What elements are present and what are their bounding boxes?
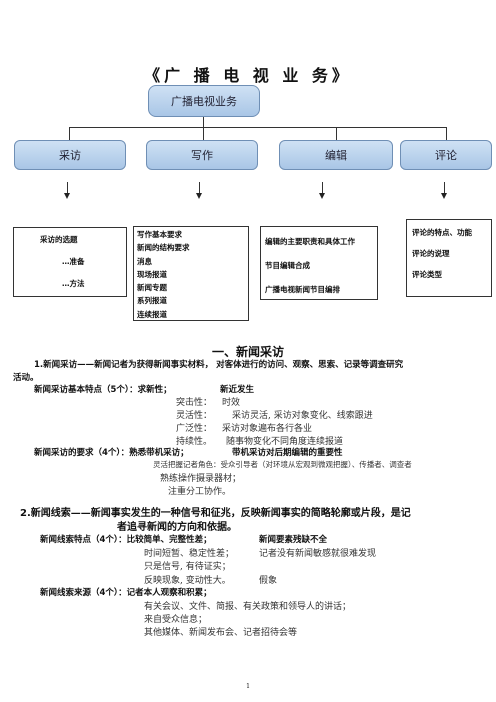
feature-value: 时效 <box>222 398 241 408</box>
box-item: 编辑的主要职责和具体工作 <box>265 237 355 246</box>
requirement-item: 熟练操作摄录器材； <box>160 474 242 484</box>
source-item: 有关会议、文件、简报、有关政策和领导人的讲话； <box>144 602 352 612</box>
detail-box-xiezuo: 写作基本要求 新闻的结构要求 消息 现场报道 新闻专题 系列报道 连续报道 <box>133 226 249 321</box>
source-item: 来自受众信息； <box>144 615 208 625</box>
definition-line: 者追寻新闻的方向和依据。 <box>117 522 237 533</box>
box-item: 消息 <box>137 256 152 266</box>
feature-value: 随事物变化不同角度连续报道 <box>226 437 344 447</box>
box-item: 新闻专题 <box>137 283 167 293</box>
definition-line: 1.新闻采访——新闻记者为获得新闻事实材料， 对客体进行的访问、观察、思索、记录… <box>34 360 404 370</box>
feature-key: 持续性。 <box>176 437 213 447</box>
features-label: 新闻采访基本特点（5个）：求新性； <box>34 385 172 395</box>
chart-connector <box>203 117 204 127</box>
definition-line: 2.新闻线索——新闻事实发生的一种信号和征兆，反映新闻事实的简略轮廓或片段，是记 <box>20 508 411 519</box>
section-heading: 一、新闻采访 <box>211 345 284 359</box>
chart-root-node: 广播电视业务 <box>148 85 260 117</box>
arrow-down-icon <box>441 193 447 199</box>
arrow-down-icon <box>64 193 70 199</box>
page-number: 1 <box>246 683 250 690</box>
box-item: 连续报道 <box>137 309 167 319</box>
page-title: 《广 播 电 视 业 务》 <box>144 66 352 85</box>
arrow-shaft <box>67 182 68 194</box>
box-item: …方法 <box>62 279 85 288</box>
feature-key: 突击性： <box>176 398 213 408</box>
box-item: 节目编辑合成 <box>265 261 310 270</box>
chart-node-xiezuo: 写作 <box>146 140 258 170</box>
box-item: 评论的说理 <box>412 249 450 258</box>
detail-box-bianji: 编辑的主要职责和具体工作 节目编辑合成 广播电视新闻节目编排 <box>260 226 378 300</box>
characteristics-note: 新闻要素残缺不全 <box>259 535 328 545</box>
detail-box-pinglun: 评论的特点、功能 评论的说理 评论类型 <box>406 219 492 297</box>
feature-value: 采访灵活, 采访对象变化、线索跟进 <box>232 411 373 421</box>
chart-node-pinglun: 评论 <box>400 140 492 170</box>
characteristics-label: 新闻线索特点（4个）：比较简单、完整性差； <box>40 535 212 545</box>
features-note: 新近发生 <box>220 385 255 395</box>
characteristic-note: 假象 <box>259 576 278 586</box>
chart-connector <box>336 127 337 140</box>
arrow-shaft <box>444 182 445 194</box>
box-item: 评论的特点、功能 <box>412 228 472 237</box>
sources-label: 新闻线索来源（4个）：记者本人观察和积累； <box>40 588 212 598</box>
source-item: 其他媒体、新闻发布会、记者招待会等 <box>144 628 298 638</box>
chart-node-bianji: 编辑 <box>279 140 393 170</box>
chart-connector <box>446 127 447 140</box>
requirement-item: 灵活把握记者角色：受众引导者（对环境从宏观到微观把握）、传播者、调查者 <box>153 460 412 469</box>
box-item: 新闻的结构要求 <box>137 243 190 253</box>
definition-line: 活动。 <box>13 373 39 383</box>
requirement-item: 注重分工协作。 <box>168 487 232 497</box>
characteristic-note: 记者没有新闻敏感就很难发现 <box>259 549 377 559</box>
arrow-down-icon <box>196 193 202 199</box>
box-item: 写作基本要求 <box>137 230 182 239</box>
characteristic-item: 只是信号, 有待证实； <box>144 562 231 572</box>
chart-connector <box>203 127 204 140</box>
requirements-note: 带机采访对后期编辑的重要性 <box>232 448 343 458</box>
feature-key: 广泛性： <box>176 424 213 434</box>
arrow-down-icon <box>319 193 325 199</box>
box-item: …准备 <box>62 257 85 266</box>
box-item: 系列报道 <box>137 296 167 306</box>
box-item: 采访的选题 <box>40 235 78 244</box>
requirements-label: 新闻采访的要求（4个）：熟悉带机采访； <box>34 448 189 458</box>
characteristic-item: 反映现象, 变动性大。 <box>144 576 231 586</box>
feature-value: 采访对象遍布各行各业 <box>222 424 313 434</box>
chart-connector <box>69 127 446 128</box>
box-item: 评论类型 <box>412 270 442 279</box>
box-item: 广播电视新闻节目编排 <box>265 285 340 294</box>
feature-key: 灵活性： <box>176 411 213 421</box>
chart-connector <box>69 127 70 140</box>
characteristic-item: 时间短暂、稳定性差； <box>144 549 235 559</box>
arrow-shaft <box>322 182 323 194</box>
detail-box-caifang: 采访的选题 …准备 …方法 <box>13 227 127 297</box>
chart-node-caifang: 采访 <box>14 140 126 170</box>
arrow-shaft <box>199 182 200 194</box>
box-item: 现场报道 <box>137 269 167 279</box>
